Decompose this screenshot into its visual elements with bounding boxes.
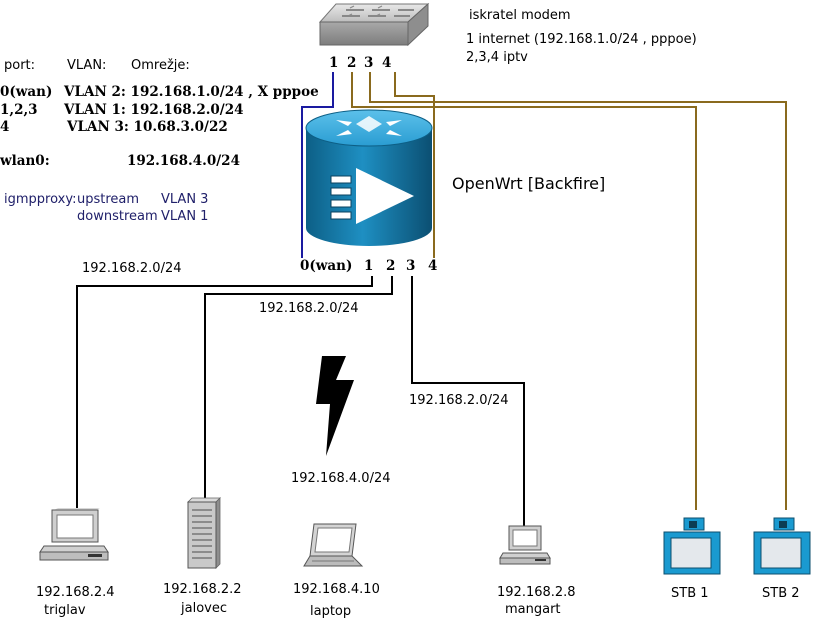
lightning-icon — [316, 356, 354, 456]
lan-cable-jalovec — [204, 276, 393, 500]
vlan-row-port: 1,2,3 — [0, 102, 38, 118]
router-port-2: 2 — [386, 258, 396, 274]
router-name: OpenWrt [Backfire] — [452, 174, 606, 193]
vlan-row-value: VLAN 3: 10.68.3.0/22 — [67, 119, 228, 135]
desktop-computer-icon — [499, 525, 551, 565]
vlan-row-value: VLAN 2: 192.168.1.0/24 , X pppoe — [64, 84, 319, 100]
device-name-stb1: STB 1 — [671, 586, 709, 601]
modem-port-1: 1 — [329, 55, 339, 71]
device-ip-jalovec: 192.168.2.2 — [163, 582, 242, 597]
modem-port-3: 3 — [364, 55, 374, 71]
device-name-mangart: mangart — [505, 602, 561, 617]
wlan-label: wlan0: — [0, 153, 50, 169]
igmpproxy-upstream: upstream — [77, 192, 140, 207]
router-port-3: 3 — [406, 258, 416, 274]
device-ip-laptop: 192.168.4.10 — [293, 582, 380, 597]
iptv-cable-port3 — [369, 72, 787, 510]
laptop-icon — [303, 523, 364, 567]
device-ip-mangart: 192.168.2.8 — [497, 585, 576, 600]
igmpproxy-downstream: downstream — [77, 209, 158, 224]
router-port-wan: 0(wan) — [300, 258, 353, 274]
switch-icon — [318, 2, 430, 47]
link-label-triglav: 192.168.2.0/24 — [82, 261, 182, 276]
vlan-row-value: VLAN 1: 192.168.2.0/24 — [64, 102, 244, 118]
router-port-1: 1 — [364, 258, 374, 274]
igmpproxy-downstream-vlan: VLAN 1 — [161, 209, 209, 224]
device-name-jalovec: jalovec — [181, 601, 227, 616]
iptv-cable-port4 — [394, 72, 435, 258]
igmpproxy-label: igmpproxy: — [4, 192, 77, 207]
vlan-header-network: Omrežje: — [131, 58, 190, 73]
igmpproxy-upstream-vlan: VLAN 3 — [161, 192, 209, 207]
device-name-laptop: laptop — [310, 604, 352, 619]
vlan-row-port: 0(wan) — [0, 84, 53, 100]
link-label-mangart: 192.168.2.0/24 — [409, 393, 509, 408]
modem-port-4: 4 — [382, 55, 392, 71]
link-label-jalovec: 192.168.2.0/24 — [259, 301, 359, 316]
router-port-4: 4 — [428, 258, 438, 274]
vlan-header-vlan: VLAN: — [67, 58, 107, 73]
router-icon — [305, 109, 433, 246]
set-top-box-icon — [753, 517, 811, 575]
modem-name: iskratel modem — [469, 8, 571, 23]
set-top-box-icon — [663, 517, 721, 575]
modem-port-2: 2 — [347, 55, 357, 71]
wan-cable — [301, 72, 334, 258]
lan-cable-mangart — [411, 276, 525, 526]
modem-internet-line: 1 internet (192.168.1.0/24 , pppoe) — [466, 32, 697, 47]
iptv-cable-port2 — [351, 72, 697, 510]
device-name-stb2: STB 2 — [762, 586, 800, 601]
device-ip-triglav: 192.168.2.4 — [36, 585, 115, 600]
modem-iptv-line: 2,3,4 iptv — [466, 50, 528, 65]
link-label-wifi: 192.168.4.0/24 — [291, 471, 391, 486]
device-name-triglav: triglav — [44, 603, 86, 618]
desktop-computer-icon — [39, 508, 109, 561]
server-tower-icon — [187, 497, 221, 569]
vlan-header-port: port: — [4, 58, 36, 73]
lan-cable-triglav — [76, 276, 373, 510]
vlan-row-port: 4 — [0, 119, 10, 135]
wlan-value: 192.168.4.0/24 — [127, 153, 240, 169]
